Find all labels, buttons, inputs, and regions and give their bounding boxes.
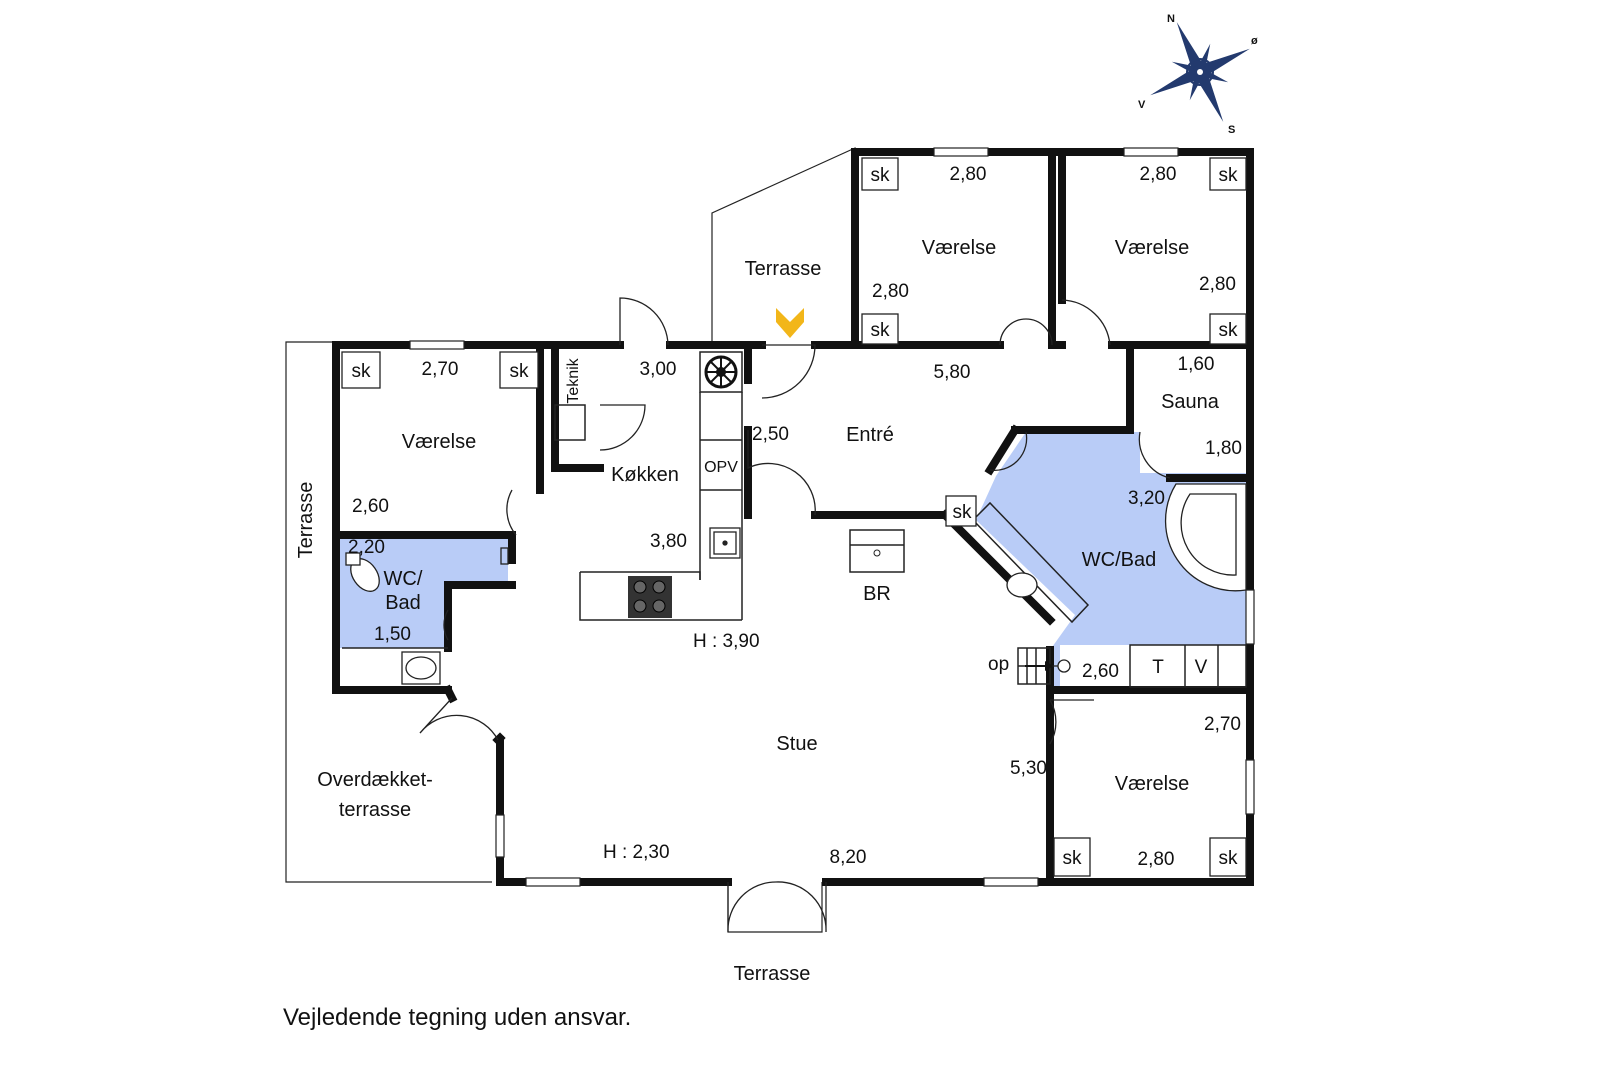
room-label-living: Stue (776, 733, 817, 755)
room-label-terrace-left: Terrasse (295, 482, 317, 559)
room-label-bedroom-bottom-right: Værelse (1115, 773, 1189, 795)
closet-label-4: sk (1219, 320, 1239, 341)
closet-label-6: sk (510, 361, 530, 382)
compass-labels: N ø S V (1138, 13, 1258, 136)
ceiling-height-high: H : 3,90 (693, 631, 760, 652)
closet-label-9: sk (953, 502, 973, 523)
room-label-bath-large: WC/Bad (1082, 549, 1156, 571)
dim-bedroom-l-width: 2,70 (422, 359, 459, 380)
windows (409, 147, 1255, 887)
closet-label-8: sk (1219, 848, 1239, 869)
toilet-icon (345, 552, 1071, 673)
dim-bedroom-tl-width: 2,80 (950, 164, 987, 185)
stove-icon (628, 576, 672, 618)
wet-room-small-fill (340, 535, 508, 648)
room-label-bath-small-1: WC/ (384, 568, 423, 590)
room-label-bedroom-left: Værelse (402, 431, 476, 453)
dim-bath-small-height: 1,50 (374, 624, 411, 645)
closet-label-2: sk (1219, 165, 1239, 186)
compass-west: V (1138, 99, 1146, 111)
compass-east: ø (1251, 35, 1258, 47)
room-label-entrance: Entré (846, 424, 894, 446)
dim-sauna-height: 1,80 (1205, 438, 1242, 459)
dim-bedroom-l-height: 2,60 (352, 496, 389, 517)
ventilation-icon (704, 355, 738, 389)
washer-label: V (1195, 657, 1208, 678)
stairs-up-label: op (988, 654, 1009, 675)
room-label-sauna: Sauna (1161, 391, 1220, 413)
compass-north: N (1167, 13, 1175, 25)
room-label-covered-terrace-1: Overdækket- (317, 769, 433, 791)
closet-boxes (341, 157, 1247, 877)
doors (419, 297, 1171, 933)
ceiling-height-low: H : 2,30 (603, 842, 670, 863)
dim-bath-large-height: 2,60 (1082, 661, 1119, 682)
room-label-bedroom-top-right: Værelse (1115, 237, 1189, 259)
dim-bedroom-br-width: 2,80 (1138, 849, 1175, 870)
dim-bedroom-tr-width: 2,80 (1140, 164, 1177, 185)
closet-label-1: sk (871, 165, 891, 186)
dim-kitchen-height: 3,80 (650, 531, 687, 552)
dishwasher-label: OPV (704, 459, 738, 476)
dim-living-height: 5,30 (1010, 758, 1047, 779)
compass-rose-icon (1150, 22, 1250, 122)
dryer-label: T (1152, 657, 1164, 678)
dim-sauna-width: 1,60 (1178, 354, 1215, 375)
compass-south: S (1228, 124, 1235, 136)
dim-bath-small-width: 2,20 (348, 537, 385, 558)
disclaimer-text: Vejledende tegning uden ansvar. (283, 1004, 632, 1031)
fireplace-icon (873, 549, 881, 557)
closet-label-7: sk (1063, 848, 1083, 869)
room-label-bath-small-2: Bad (385, 592, 421, 614)
dim-kitchen-width: 3,00 (640, 359, 677, 380)
dim-living-width: 8,20 (830, 847, 867, 868)
dim-entrance-height: 2,50 (752, 424, 789, 445)
room-label-covered-terrace-2: terrasse (339, 799, 411, 821)
closet-label-5: sk (352, 361, 372, 382)
closet-label-3: sk (871, 320, 891, 341)
bathtub-icon (1164, 483, 1247, 592)
room-label-terrace-top: Terrasse (745, 258, 822, 280)
technical-label: Teknik (565, 357, 582, 403)
fireplace-label: BR (863, 583, 891, 605)
shower-fixture-icon (500, 547, 1058, 667)
dim-bedroom-tl-height: 2,80 (872, 281, 909, 302)
dim-bedroom-br-height: 2,70 (1204, 714, 1241, 735)
dim-bath-large-width: 3,20 (1128, 488, 1165, 509)
stairs-up-arrow-icon (1025, 661, 1053, 671)
entrance-arrow-icon (776, 308, 804, 338)
room-label-terrace-bottom: Terrasse (734, 963, 811, 985)
sink-icon (401, 527, 1038, 685)
room-label-bedroom-top-left: Værelse (922, 237, 996, 259)
dim-bedroom-tr-height: 2,80 (1199, 274, 1236, 295)
dim-entrance-width: 5,80 (934, 362, 971, 383)
thin-lines (342, 351, 1247, 688)
room-label-kitchen: Køkken (611, 464, 679, 486)
